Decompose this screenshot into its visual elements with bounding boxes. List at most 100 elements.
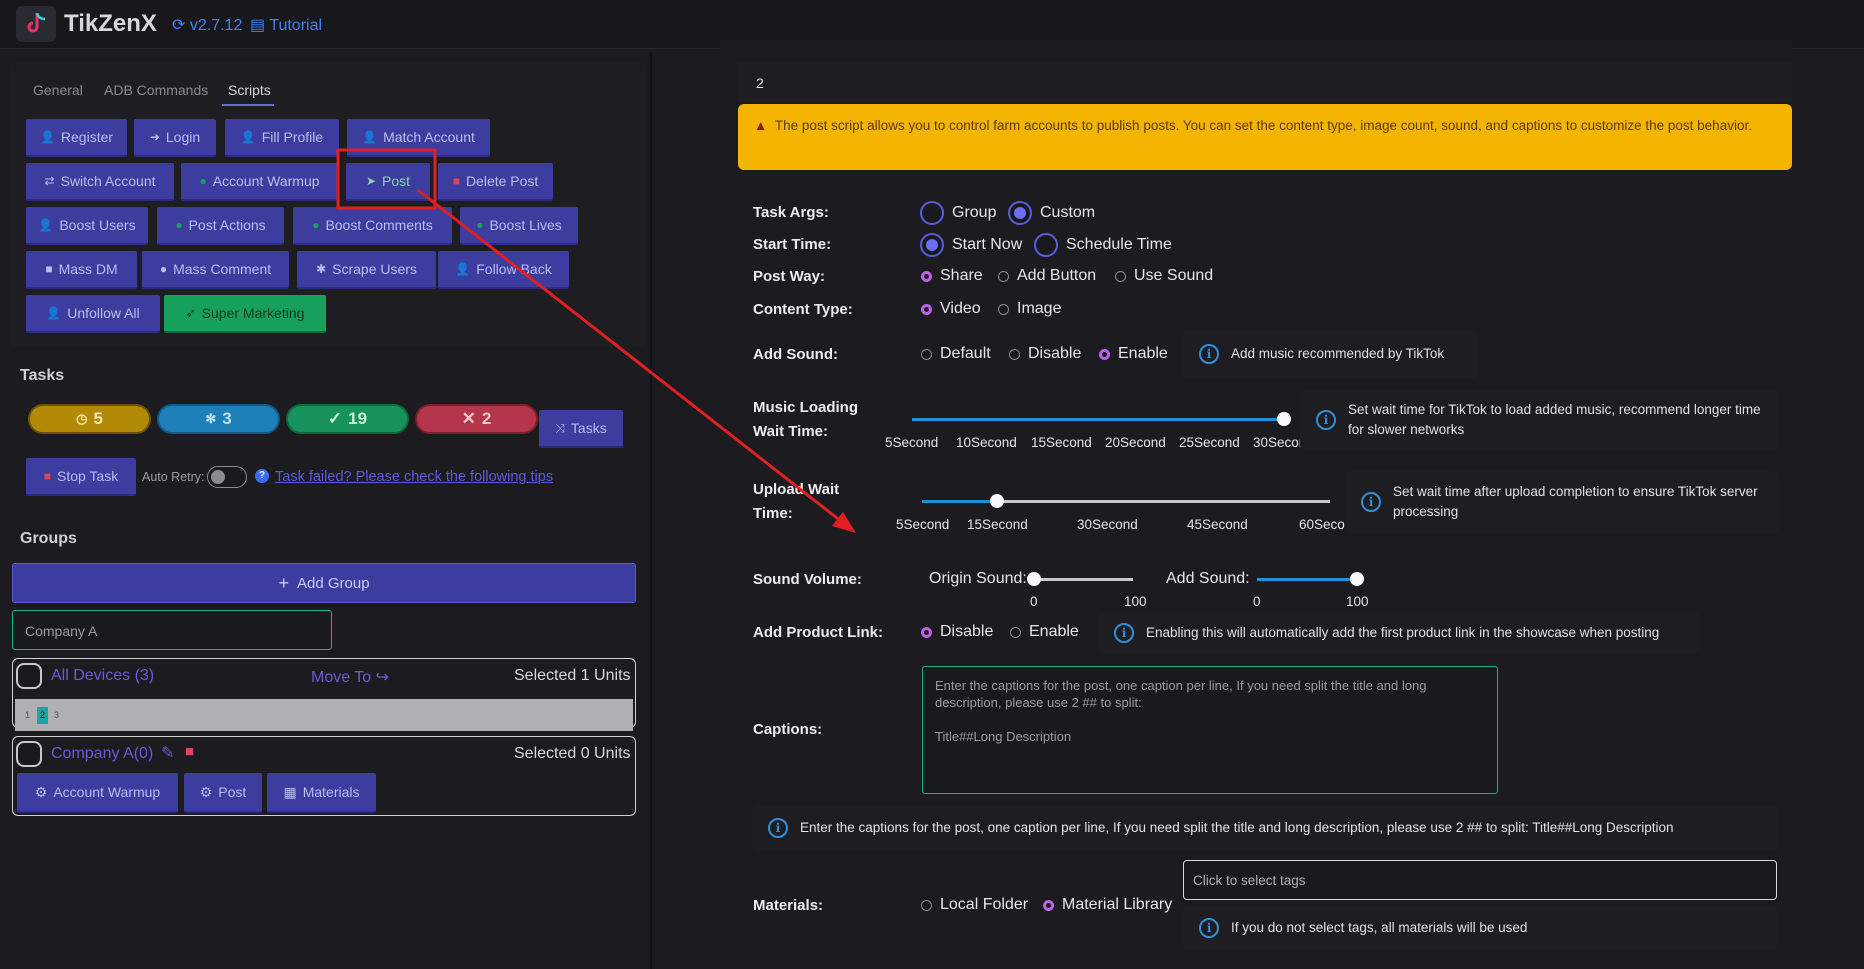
follow-back-button[interactable]: 👤Follow Back	[438, 251, 569, 289]
post-actions-button[interactable]: ●Post Actions	[157, 207, 284, 245]
switch-account-button[interactable]: ⇄Switch Account	[26, 163, 174, 201]
clock-icon: ◷	[76, 411, 88, 426]
slider-tick: 30Second	[1077, 517, 1138, 532]
post-way-add-button-option[interactable]: Add Button	[998, 267, 1096, 285]
group-materials-button[interactable]: ▦Materials	[267, 773, 376, 813]
device-cell[interactable]: 3	[53, 710, 59, 720]
match-account-button[interactable]: 👤Match Account	[347, 119, 490, 157]
stop-icon: ■	[43, 469, 51, 483]
schedule-time-option[interactable]: Schedule Time	[1034, 233, 1172, 257]
pending-tasks-badge[interactable]: ◷5	[28, 404, 151, 434]
app-logo	[16, 6, 56, 42]
send-icon: ➤	[365, 174, 377, 188]
message-icon: ■	[45, 262, 53, 276]
tutorial-link[interactable]: ▤ Tutorial	[250, 17, 323, 34]
group-account-warmup-button[interactable]: ⚙Account Warmup	[17, 773, 178, 813]
tasks-heading: Tasks	[20, 367, 65, 384]
post-way-use-sound-option[interactable]: Use Sound	[1115, 267, 1213, 285]
failed-tasks-badge[interactable]: ✕2	[415, 404, 538, 434]
info-icon: i	[1316, 410, 1336, 430]
all-devices-label[interactable]: All Devices (3)	[51, 667, 155, 684]
radio-selected	[921, 626, 932, 638]
add-sound-disable-option[interactable]: Disable	[1009, 345, 1081, 363]
slider-tick: 5Second	[885, 435, 939, 450]
product-link-disable-option[interactable]: Disable	[921, 623, 993, 641]
radio	[1115, 270, 1126, 282]
edit-icon[interactable]: ✎	[161, 745, 175, 762]
delete-post-button[interactable]: ■Delete Post	[438, 163, 553, 201]
warning-alert: ▲ The post script allows you to control …	[738, 104, 1792, 170]
sound-volume-label: Sound Volume:	[753, 571, 862, 588]
upload-wait-slider[interactable]	[922, 500, 1330, 503]
scrape-users-button[interactable]: ✱Scrape Users	[297, 251, 436, 289]
move-to-button[interactable]: Move To ↪	[311, 669, 390, 686]
mass-dm-button[interactable]: ■Mass DM	[26, 251, 137, 289]
trash-icon[interactable]: ■	[185, 743, 195, 760]
product-link-label: Add Product Link:	[753, 624, 883, 641]
login-button[interactable]: ➜Login	[134, 119, 216, 157]
running-tasks-badge[interactable]: ✻3	[157, 404, 280, 434]
start-now-option[interactable]: Start Now	[920, 233, 1022, 257]
add-sound-slider-knob[interactable]	[1350, 572, 1364, 586]
device-strip: 1 2 3	[15, 699, 633, 731]
user-add-icon: 👤	[39, 130, 55, 144]
trash-icon: ■	[452, 174, 460, 188]
add-sound-enable-option[interactable]: Enable	[1099, 345, 1168, 363]
tab-scripts[interactable]: Scripts	[228, 82, 271, 98]
register-button[interactable]: 👤Register	[26, 119, 127, 157]
boost-comments-button[interactable]: ●Boost Comments	[293, 207, 452, 245]
info-icon: i	[1199, 344, 1219, 364]
task-args-group-option[interactable]: Group	[920, 201, 996, 225]
add-sound-label: Add Sound:	[753, 346, 838, 363]
unfollow-all-button[interactable]: 👤Unfollow All	[26, 295, 160, 333]
post-button[interactable]: ➤Post	[346, 163, 430, 201]
group-name-input[interactable]: Company A	[12, 610, 332, 650]
task-failed-tips-link[interactable]: Task failed? Please check the following …	[275, 469, 554, 485]
plus-icon: +	[278, 572, 289, 593]
auto-retry-toggle[interactable]	[207, 466, 247, 488]
radio-selected	[1043, 899, 1054, 911]
completed-tasks-badge[interactable]: ✓19	[286, 404, 409, 434]
boost-users-button[interactable]: 👤Boost Users	[26, 207, 148, 245]
tags-select-input[interactable]: Click to select tags	[1183, 860, 1777, 900]
info-icon: i	[1199, 918, 1219, 938]
version-link[interactable]: ⟳ v2.7.12	[172, 17, 243, 34]
captions-textarea[interactable]: Enter the captions for the post, one cap…	[922, 666, 1498, 794]
tab-adb-commands[interactable]: ADB Commands	[104, 82, 209, 98]
tasks-button[interactable]: ⤨Tasks	[539, 410, 623, 448]
slider-tick: 10Second	[956, 435, 1017, 450]
upload-wait-slider-knob[interactable]	[990, 494, 1004, 508]
content-type-video-option[interactable]: Video	[921, 300, 981, 318]
task-args-custom-option[interactable]: Custom	[1008, 201, 1095, 225]
music-wait-label-line1: Music Loading	[753, 399, 858, 416]
origin-sound-slider[interactable]	[1033, 578, 1133, 581]
content-type-image-option[interactable]: Image	[998, 300, 1061, 318]
radio-selected	[1008, 201, 1032, 225]
account-warmup-button[interactable]: ●Account Warmup	[181, 163, 338, 201]
shuffle-icon: ⤨	[555, 420, 565, 435]
select-all-devices-checkbox[interactable]	[16, 663, 42, 689]
fill-profile-button[interactable]: 👤Fill Profile	[225, 119, 339, 157]
boost-lives-button[interactable]: ●Boost Lives	[460, 207, 578, 245]
product-link-enable-option[interactable]: Enable	[1010, 623, 1079, 641]
device-cell[interactable]: 1	[24, 710, 30, 720]
group-post-button[interactable]: ⚙Post	[184, 773, 262, 813]
mass-comment-button[interactable]: ●Mass Comment	[142, 251, 289, 289]
company-group-label[interactable]: Company A(0)	[51, 745, 154, 762]
materials-local-folder-option[interactable]: Local Folder	[921, 896, 1028, 914]
select-group-checkbox[interactable]	[16, 741, 42, 767]
add-sound-default-option[interactable]: Default	[921, 345, 991, 363]
super-marketing-button[interactable]: ➶Super Marketing	[164, 295, 326, 333]
post-way-share-option[interactable]: Share	[921, 267, 983, 285]
add-group-button[interactable]: +Add Group	[12, 563, 636, 603]
music-wait-slider-knob[interactable]	[1277, 412, 1291, 426]
stop-task-button[interactable]: ■Stop Task	[26, 458, 136, 496]
origin-sound-slider-knob[interactable]	[1027, 572, 1041, 586]
materials-library-option[interactable]: Material Library	[1043, 896, 1172, 914]
tab-active-indicator	[222, 104, 274, 106]
tab-general[interactable]: General	[33, 82, 83, 98]
radio-selected	[921, 303, 932, 315]
device-cell-selected[interactable]: 2	[37, 707, 48, 724]
